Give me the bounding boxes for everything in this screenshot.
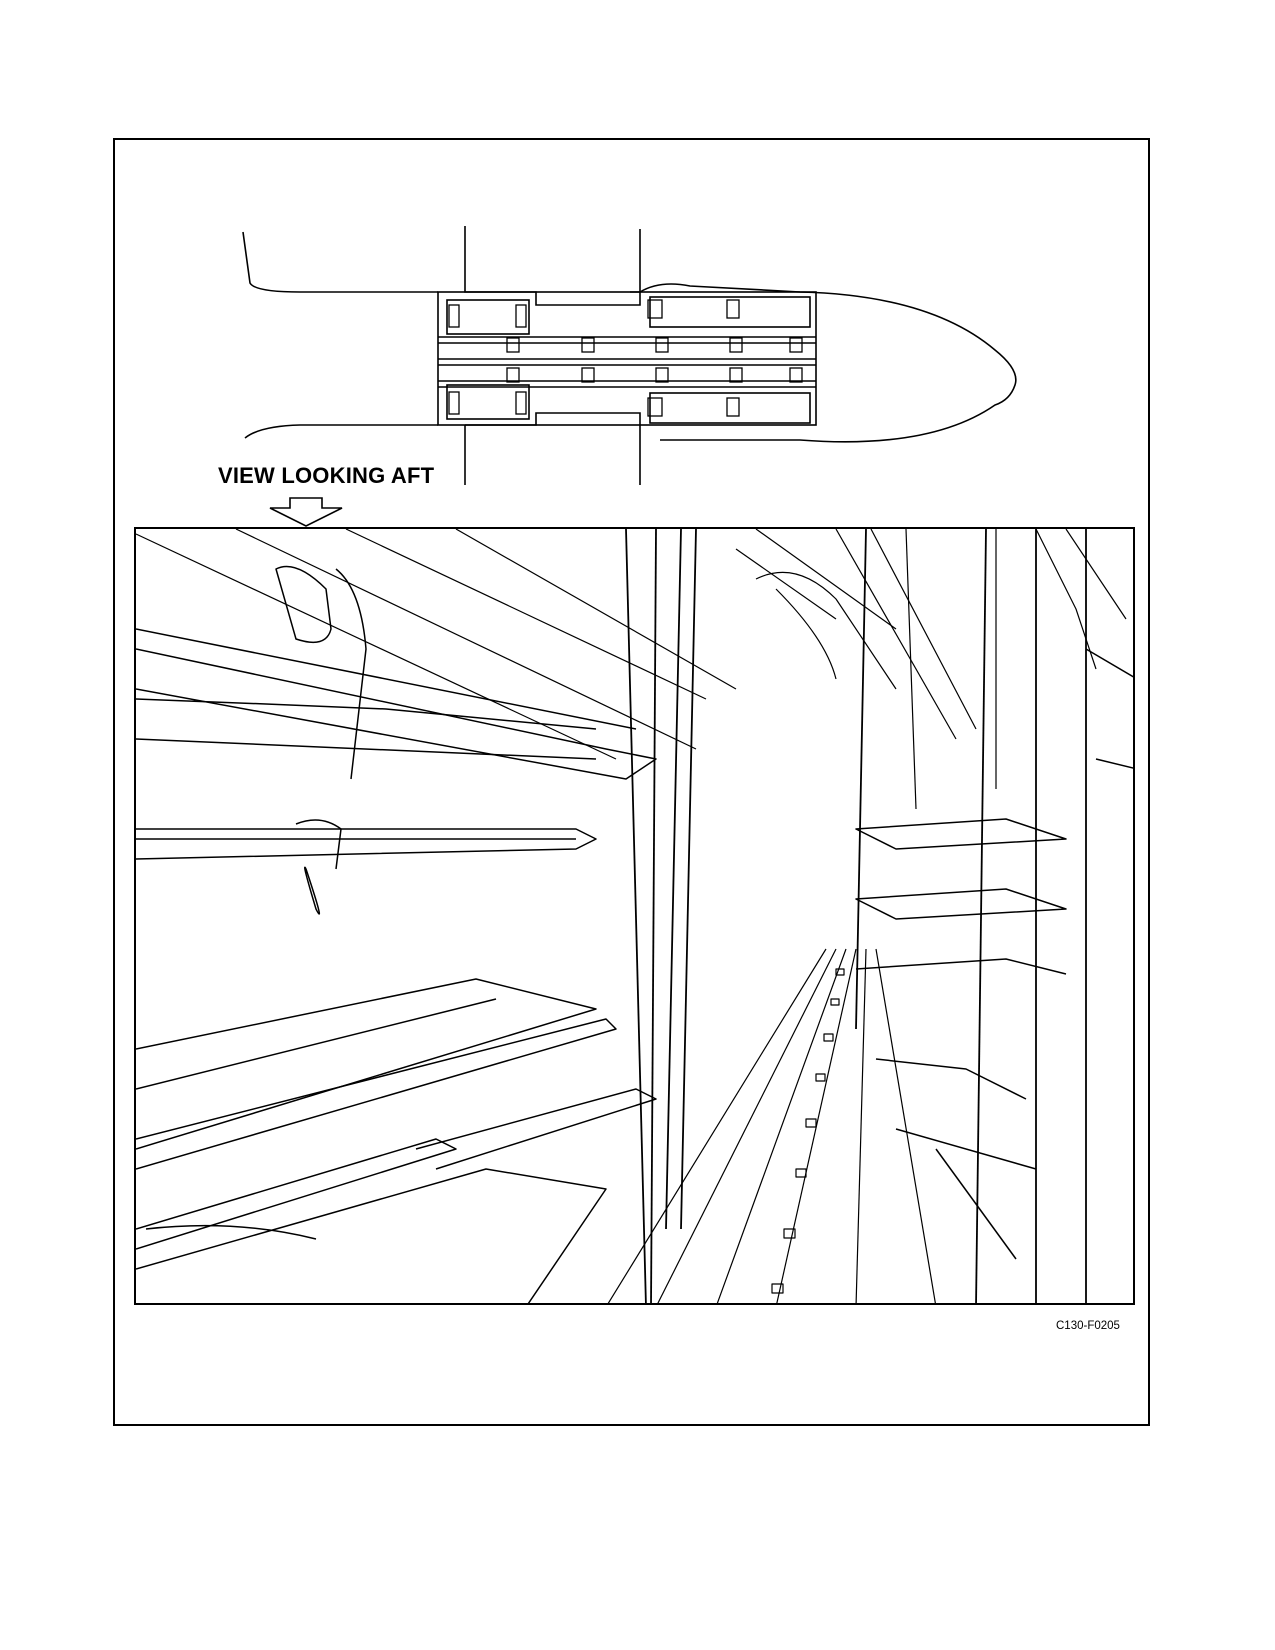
down-arrow-icon xyxy=(269,497,343,527)
figure-id-label: C130-F0205 xyxy=(1056,1320,1120,1332)
cargo-compartment-illustration xyxy=(134,527,1135,1305)
figure-frame xyxy=(113,138,1150,1426)
view-looking-aft-label: VIEW LOOKING AFT xyxy=(218,463,435,488)
